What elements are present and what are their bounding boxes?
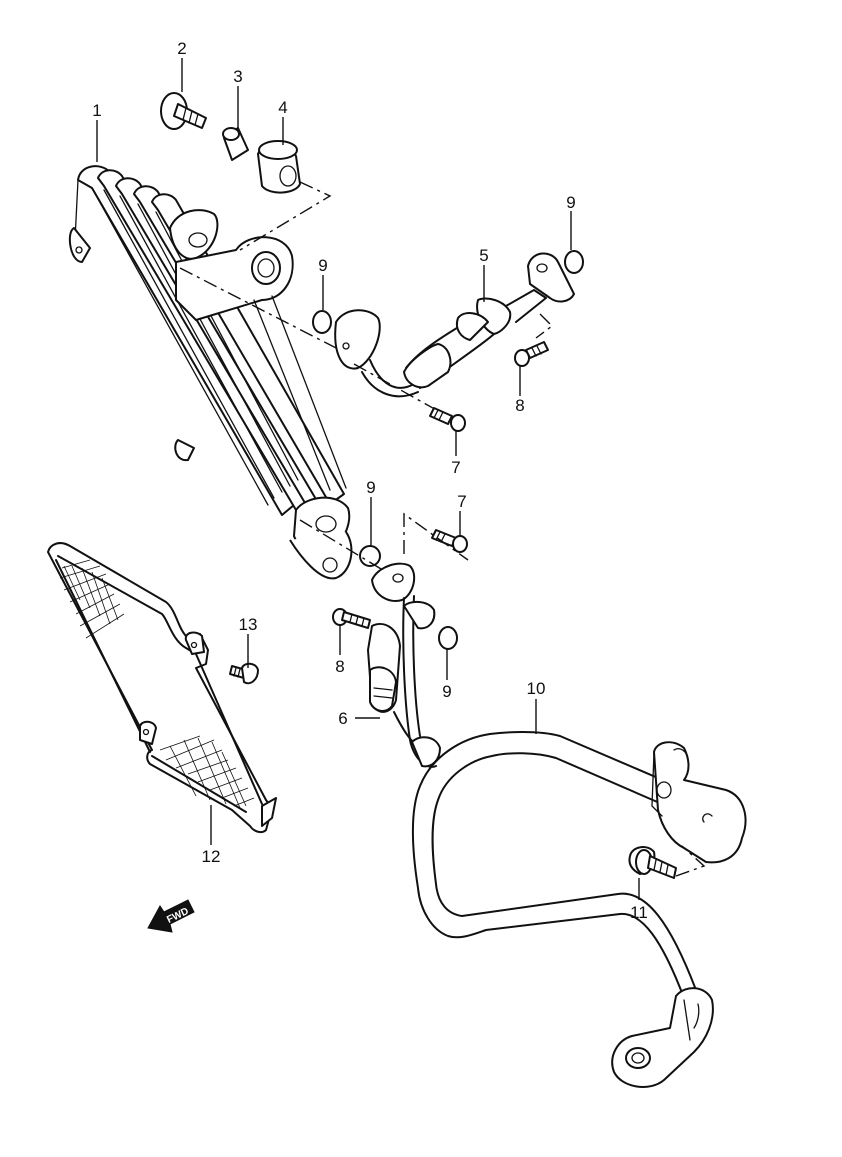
lower-oil-hose[interactable] <box>367 562 441 768</box>
o-ring[interactable] <box>564 250 584 274</box>
o-ring[interactable] <box>359 545 381 567</box>
assembly-line <box>239 181 332 251</box>
cooler-guard[interactable] <box>47 542 277 834</box>
oil-cooler[interactable] <box>68 165 353 580</box>
guard-bar-bracket[interactable] <box>412 731 747 1088</box>
assembly-line <box>675 845 706 877</box>
screw[interactable] <box>229 662 259 685</box>
callout-leaders <box>96 58 640 900</box>
callout-8-upper: 8 <box>515 396 524 415</box>
flange-bolt[interactable] <box>628 846 677 879</box>
callout-8-lower: 8 <box>335 657 344 676</box>
callout-4: 4 <box>278 98 287 117</box>
assembly-line <box>535 313 554 339</box>
bolt[interactable] <box>514 341 549 367</box>
callout-2: 2 <box>177 39 186 58</box>
grommet[interactable] <box>257 140 301 194</box>
bolt[interactable] <box>332 608 371 629</box>
fwd-arrow-icon: FWD <box>147 899 195 933</box>
callout-10: 10 <box>527 679 546 698</box>
callout-7-lower: 7 <box>457 492 466 511</box>
callout-9-upper-right: 9 <box>566 193 575 212</box>
assembly-line <box>403 512 469 561</box>
assembly-line <box>179 267 341 351</box>
callout-12: 12 <box>202 847 221 866</box>
collar[interactable] <box>222 127 249 161</box>
callout-3: 3 <box>233 67 242 86</box>
bolt[interactable] <box>429 407 466 432</box>
o-ring[interactable] <box>438 626 458 650</box>
callout-9-lower: 9 <box>442 682 451 701</box>
callout-9-middle: 9 <box>366 478 375 497</box>
callout-9-upper-left: 9 <box>318 256 327 275</box>
callout-11: 11 <box>630 903 648 922</box>
callout-6: 6 <box>338 709 347 728</box>
assembly-line <box>299 519 397 579</box>
callout-13: 13 <box>239 615 258 634</box>
assembly-line <box>353 363 441 413</box>
callout-5: 5 <box>479 246 488 265</box>
callout-7-upper: 7 <box>451 458 460 477</box>
washer-bolt[interactable] <box>160 92 207 130</box>
upper-oil-hose[interactable] <box>334 252 575 398</box>
bolt[interactable] <box>431 529 468 553</box>
callout-labels: 1 2 3 4 5 9 9 8 7 9 7 8 9 6 10 13 11 12 <box>92 39 648 922</box>
callout-1: 1 <box>92 101 101 120</box>
o-ring[interactable] <box>312 310 332 334</box>
